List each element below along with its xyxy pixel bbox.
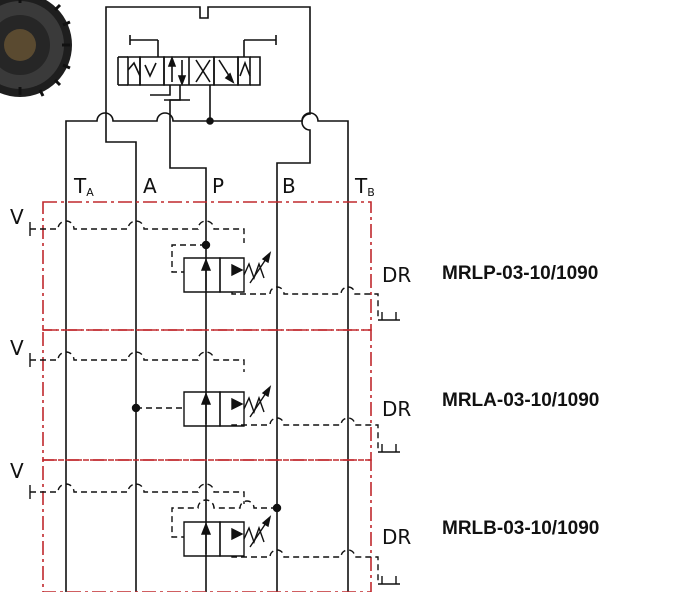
section-frames	[43, 202, 371, 592]
port-label-tb: TB	[355, 174, 375, 199]
model-label-mrla: MRLA-03-10/1090	[442, 390, 600, 411]
v-port-label: V	[10, 336, 24, 360]
v-port-label: V	[10, 459, 24, 483]
manifold-lines	[66, 100, 348, 592]
dr-port-label: DR	[382, 397, 412, 421]
model-label-mrlp: MRLP-03-10/1090	[442, 263, 599, 284]
port-label-p: P	[212, 174, 225, 198]
port-label-ta: TA	[74, 174, 94, 199]
port-label-b: B	[282, 174, 296, 198]
v-port-label: V	[10, 205, 24, 229]
relief-section-a	[30, 352, 400, 452]
relief-section-p	[30, 221, 400, 320]
model-label-mrlb: MRLB-03-10/1090	[442, 518, 600, 539]
product-photo-knob	[0, 0, 72, 97]
relief-section-b	[30, 484, 400, 584]
directional-valve	[106, 7, 310, 120]
port-label-a: A	[143, 174, 157, 198]
dr-port-label: DR	[382, 525, 412, 549]
dr-port-label: DR	[382, 263, 412, 287]
